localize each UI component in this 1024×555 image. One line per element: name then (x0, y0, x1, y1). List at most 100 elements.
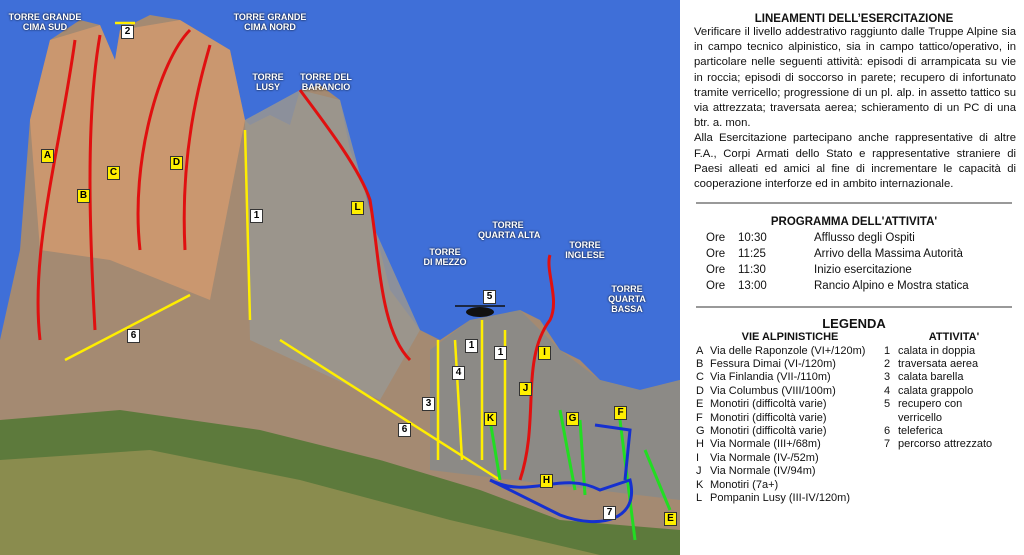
activity-label: 1 (250, 209, 263, 223)
legenda-title: LEGENDA (822, 316, 886, 332)
legend-key: C (696, 371, 704, 384)
programma-desc: Afflusso degli Ospiti (814, 232, 915, 245)
programma-ore: Ore (706, 232, 726, 245)
programma-ore: Ore (706, 280, 726, 293)
activity-label: 4 (452, 366, 465, 380)
legend-text: Fessura Dimai (VI-/120m) (710, 358, 836, 371)
tower-label: TORRE DI MEZZO (423, 247, 467, 267)
legend-key: 6 (884, 425, 891, 438)
programma-row: Ore 10:30 Afflusso degli Ospiti (684, 230, 1024, 246)
legend-item: K Monotiri (7a+) (696, 479, 884, 492)
legend-key: G (696, 425, 705, 438)
tower-label: TORRE GRANDE CIMA NORD (233, 12, 307, 32)
legend-text: Via Columbus (VIII/100m) (710, 384, 836, 397)
legend-text: calata in doppia (898, 344, 976, 357)
helicopter-icon (455, 305, 505, 317)
legend-key: 1 (884, 344, 891, 357)
programma-row: Ore 11:25 Arrivo della Massima Autorità (684, 246, 1024, 262)
legend-item: 2 traversata aerea (884, 358, 1024, 371)
activity-label: 3 (422, 397, 435, 411)
route-label: J (519, 382, 532, 396)
legend-text: Monotiri (7a+) (710, 478, 779, 491)
legend-text: percorso attrezzato (898, 438, 993, 451)
legend-item: F Monotiri (difficoltà varie) (696, 412, 884, 425)
legend-text: traversata aerea (898, 358, 979, 371)
legend-text: recupero con verricello (898, 398, 963, 424)
legend-key: J (696, 465, 702, 478)
legend-item: 1 calata in doppia (884, 345, 1024, 358)
legend-item: I Via Normale (IV-/52m) (696, 452, 884, 465)
lineamenti-p2: Alla Esercitazione partecipano anche rap… (694, 132, 1016, 191)
activity-label: 6 (398, 423, 411, 437)
legend-text: Via delle Raponzole (VI+/120m) (710, 344, 866, 357)
legend-item: 4 calata grappolo (884, 385, 1024, 398)
legend-item: B Fessura Dimai (VI-/120m) (696, 358, 884, 371)
route-label: K (484, 412, 497, 426)
lineamenti-title: LINEAMENTI DELL’ESERCITAZIONE (754, 13, 954, 25)
legend-key: L (696, 492, 703, 505)
legend-key: I (696, 451, 700, 464)
route-label: L (351, 201, 364, 215)
legend-text: Via Finlandia (VII-/110m) (710, 371, 831, 384)
legend-key: D (696, 384, 704, 397)
programma-desc: Arrivo della Massima Autorità (814, 248, 963, 261)
legend-text: calata grappolo (898, 384, 974, 397)
legend-key: 3 (884, 371, 891, 384)
legend-item: L Pompanin Lusy (III-IV/120m) (696, 492, 884, 505)
legend-text: Via Normale (IV-/52m) (710, 451, 819, 464)
legend-text: calata barella (898, 371, 964, 384)
programma-ore: Ore (706, 264, 726, 277)
tower-label: TORRE GRANDE CIMA SUD (8, 12, 82, 32)
legend-item: 3 calata barella (884, 371, 1024, 384)
route-label: F (614, 406, 627, 420)
programma-time: 11:30 (738, 264, 766, 277)
legend-text: Monotiri (difficoltà varie) (710, 425, 827, 438)
legend-item: D Via Columbus (VIII/100m) (696, 385, 884, 398)
programma-time: 10:30 (738, 232, 767, 245)
programma-desc: Rancio Alpino e Mostra statica (814, 280, 969, 293)
tower-label: TORRE QUARTA BASSA (608, 284, 646, 314)
legend-item: C Via Finlandia (VII-/110m) (696, 371, 884, 384)
route-label: A (41, 149, 54, 163)
activity-label: 1 (465, 339, 478, 353)
route-label: E (664, 512, 677, 526)
tower-label: TORRE LUSY (252, 72, 284, 92)
legend-key: 2 (884, 358, 891, 371)
route-label: H (540, 474, 553, 488)
tower-label: TORRE QUARTA ALTA (478, 220, 541, 240)
route-label: C (107, 166, 120, 180)
programma-time: 13:00 (738, 280, 767, 293)
legend-key: B (696, 358, 704, 371)
legend-item: A Via delle Raponzole (VI+/120m) (696, 345, 884, 358)
activity-label: 5 (483, 290, 496, 304)
programma-row: Ore 13:00 Rancio Alpino e Mostra statica (684, 278, 1024, 294)
vie-title: VIE ALPINISTICHE (741, 331, 839, 344)
activity-label: 2 (121, 25, 134, 39)
legend-key: F (696, 411, 703, 424)
legend-key: 4 (884, 384, 891, 397)
activity-label: 1 (494, 346, 507, 360)
legend-key: K (696, 478, 704, 491)
tower-label: TORRE INGLESE (565, 240, 605, 260)
programma-time: 11:25 (738, 248, 766, 261)
legend-text: Monotiri (difficoltà varie) (710, 411, 827, 424)
legend-key: E (696, 398, 704, 411)
route-label: B (77, 189, 90, 203)
route-label: D (170, 156, 183, 170)
info-panel: LINEAMENTI DELL’ESERCITAZIONE Verificare… (684, 0, 1024, 555)
programma-ore: Ore (706, 248, 726, 261)
route-label: I (538, 346, 551, 360)
legend-text: Pompanin Lusy (III-IV/120m) (710, 492, 851, 505)
lineamenti-p1: Verificare il livello addestrativo raggi… (694, 26, 1016, 130)
programma-title: PROGRAMMA DELL'ATTIVITA' (770, 216, 938, 229)
mountain-photo (0, 0, 680, 555)
legend-key: A (696, 344, 704, 357)
legend-key: 5 (884, 398, 891, 411)
legend-item: G Monotiri (difficoltà varie) (696, 425, 884, 438)
